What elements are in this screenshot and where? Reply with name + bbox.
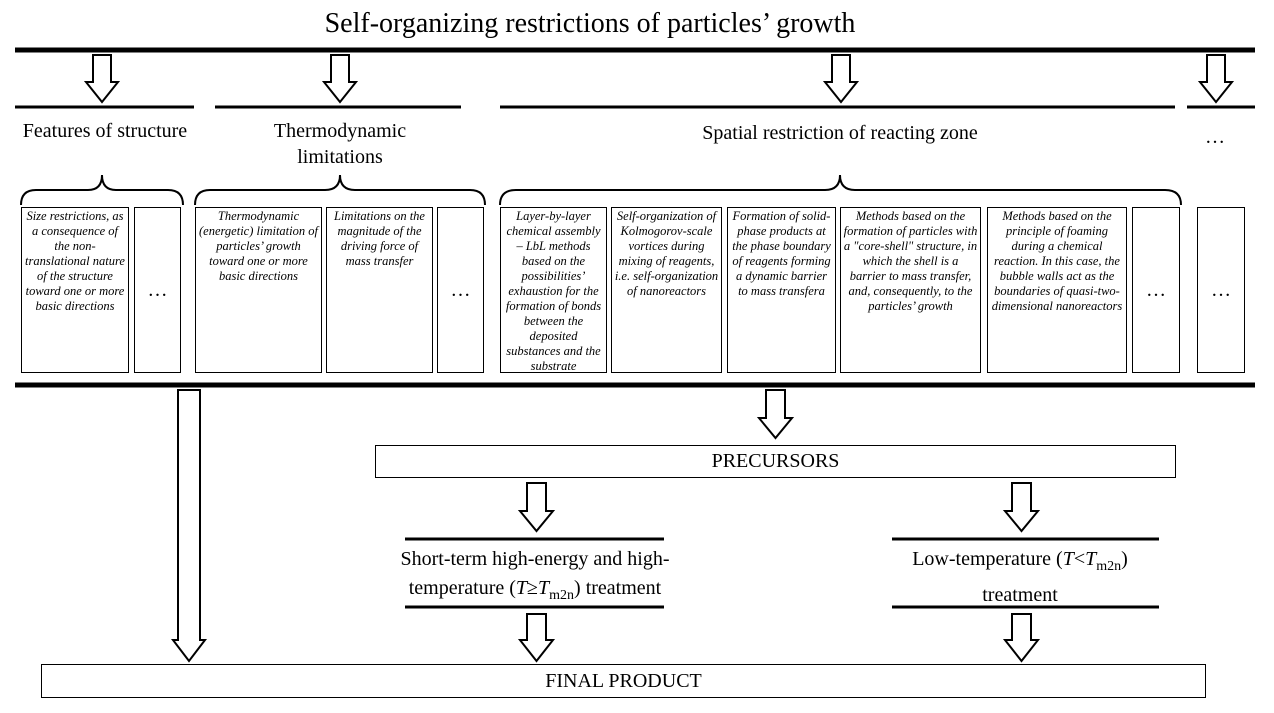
category-features-of-structure: Features of structure — [22, 120, 188, 142]
arrow-down-spatial — [822, 54, 860, 104]
arrow-direct-to-final — [170, 389, 208, 663]
treatment-low-temperature: Low-temperature (T<Tm2n) treatment — [912, 548, 1128, 606]
arrow-high-to-final — [517, 613, 556, 663]
bracket-thermodynamic — [194, 174, 486, 206]
arrow-to-precursors — [756, 389, 795, 440]
box-thermodynamic-more: … — [437, 207, 484, 373]
diagram-title: Self-organizing restrictions of particle… — [324, 8, 856, 39]
box-kolmogorov-vortices: Self-organization of Kolmogorov-scale vo… — [611, 207, 722, 373]
arrow-to-high-treatment — [517, 482, 556, 533]
treatment-low-line2: treatment — [982, 584, 1058, 606]
box-foaming: Methods based on the principle of foamin… — [987, 207, 1127, 373]
arrow-to-low-treatment — [1002, 482, 1041, 533]
box-solid-phase-products: Formation of solid-phase products at the… — [727, 207, 836, 373]
box-thermodynamic-limitation: Thermodynamic (energetic) limitation of … — [195, 207, 322, 373]
treatment-high-line1: Short-term high-energy and high- — [400, 548, 670, 570]
box-driving-force-limitation: Limitations on the magnitude of the driv… — [326, 207, 433, 373]
final-product-box: FINAL PRODUCT — [41, 664, 1206, 698]
category-more: … — [1205, 126, 1225, 148]
arrow-low-to-final — [1002, 613, 1041, 663]
bracket-structure — [20, 174, 184, 206]
box-layer-by-layer: Layer-by-layer chemical assembly – LbL m… — [500, 207, 607, 373]
category-thermodynamic-limitations: Thermodynamic limitations — [273, 120, 407, 168]
box-size-restrictions: Size restrictions, as a consequence of t… — [21, 207, 129, 373]
box-spatial-more: … — [1132, 207, 1180, 373]
arrow-down-more — [1197, 54, 1235, 104]
precursors-box: PRECURSORS — [375, 445, 1176, 478]
box-structure-more: … — [134, 207, 181, 373]
arrow-down-thermodynamic — [321, 54, 359, 104]
category-spatial-restriction: Spatial restriction of reacting zone — [702, 122, 978, 144]
bracket-spatial — [499, 174, 1182, 206]
treatment-high-temperature: Short-term high-energy and high- tempera… — [400, 548, 670, 603]
box-other-more: … — [1197, 207, 1245, 373]
arrow-down-structure — [83, 54, 121, 104]
box-core-shell: Methods based on the formation of partic… — [840, 207, 981, 373]
